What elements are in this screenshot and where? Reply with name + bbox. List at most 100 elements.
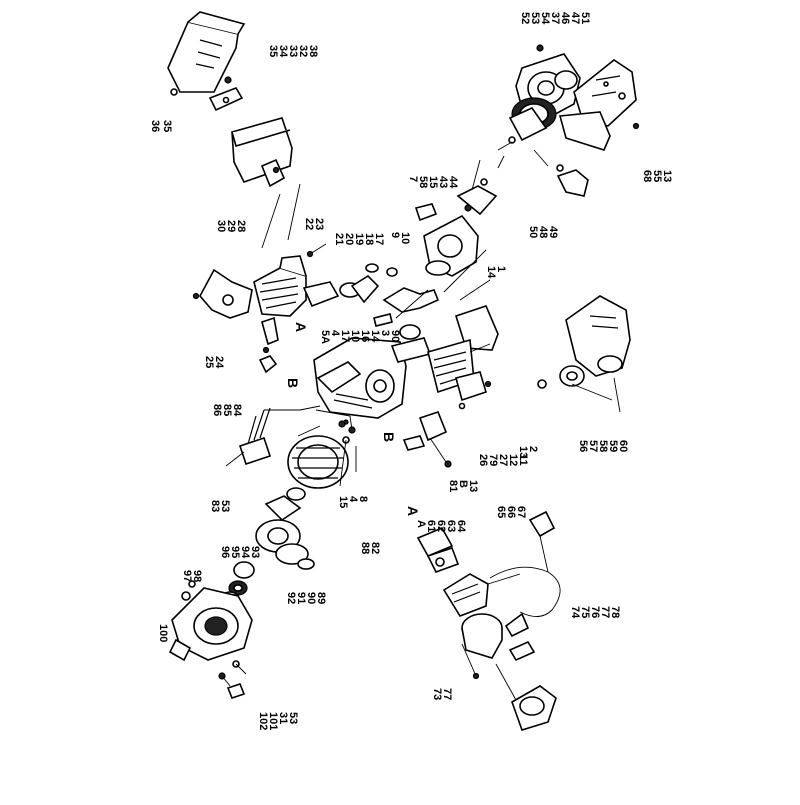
part-number-label: 65	[495, 506, 507, 518]
part-number-label: 23	[313, 218, 325, 230]
body-housing	[167, 11, 246, 96]
shaft-housing	[168, 580, 253, 662]
cylinder-head	[253, 243, 340, 317]
cylinder-bracket	[192, 268, 253, 319]
part-number-label: 43	[437, 176, 449, 188]
part-number-label: 88	[359, 542, 371, 554]
part-number-label: 64	[455, 520, 467, 533]
part-number-label: 21	[333, 233, 345, 245]
part-number-label: 102	[257, 712, 269, 730]
part-number-label: 81	[447, 480, 459, 492]
part-number-label: 34	[277, 45, 289, 58]
reference-marker: A	[405, 506, 421, 516]
part-number-label: 53	[529, 12, 541, 24]
part-number-label: 101	[267, 712, 279, 730]
part-number-label: 50	[527, 226, 539, 238]
fuel-tank-cover	[558, 59, 640, 151]
part-number-label: 15	[427, 176, 439, 188]
coil-stand	[238, 405, 321, 466]
part-number-label: 76	[589, 606, 601, 618]
part-number-label: 96	[219, 546, 231, 558]
part-number-label: 14	[369, 330, 381, 343]
part-number-label: 44	[447, 176, 459, 189]
part-number-label: 7	[407, 176, 419, 182]
leader-lines	[225, 155, 621, 487]
part-number-label: 75	[579, 606, 591, 618]
part-number-label: 77	[441, 688, 453, 700]
part-number-label: 19	[353, 233, 365, 245]
part-number-label: 66	[505, 506, 517, 518]
part-number-label: 54	[539, 12, 551, 25]
starter-recoil	[497, 44, 581, 151]
reference-marker: B	[381, 432, 397, 442]
part-number-label: 56	[577, 440, 589, 452]
crankshaft	[373, 287, 440, 363]
crankcase	[313, 337, 407, 434]
part-number-label: 12	[507, 454, 519, 466]
part-number-label: 26	[477, 454, 489, 466]
ignition-coil	[402, 411, 452, 468]
part-number-label: 67	[515, 506, 527, 518]
part-number-label: 37	[549, 12, 561, 24]
part-number-label: 63	[445, 520, 457, 532]
housing-screws	[218, 660, 247, 699]
part-number-label: 17	[339, 330, 351, 342]
part-number-label: 47	[569, 12, 581, 24]
part-number-label: 91	[295, 592, 307, 604]
part-number-label: 60	[617, 440, 629, 452]
part-number-label: 77	[599, 606, 611, 618]
part-number-label: 27	[497, 454, 509, 466]
part-number-label: 35	[267, 45, 279, 57]
fuel-cap	[461, 612, 557, 731]
lid-clip	[208, 76, 244, 112]
carburetor	[442, 573, 521, 617]
part-number-label: 35	[161, 120, 173, 132]
part-number-label: 33	[287, 45, 299, 57]
part-number-label: 49	[547, 226, 559, 238]
part-number-label: 8	[357, 496, 369, 502]
part-number-label: 90	[389, 330, 401, 342]
part-number-label: 57	[587, 440, 599, 452]
part-number-label: 20	[343, 233, 355, 245]
part-number-label: 9	[389, 232, 401, 238]
part-number-label: 68	[641, 170, 653, 182]
part-number-label: 86	[211, 404, 223, 416]
part-number-label: 11	[517, 454, 529, 466]
part-number-label: 85	[221, 404, 233, 416]
part-number-label: 30	[215, 220, 227, 232]
part-number-label: 29	[225, 220, 237, 232]
part-number-label: 13	[467, 480, 479, 492]
part-number-label: 18	[363, 233, 375, 245]
part-number-label: 59	[607, 440, 619, 452]
part-number-label: 4	[347, 496, 359, 503]
part-number-label: 28	[235, 220, 247, 232]
part-number-label: 78	[609, 606, 621, 618]
part-number-label: 10	[349, 330, 361, 342]
crank-half	[414, 178, 498, 277]
part-number-label: 4	[329, 330, 341, 337]
part-number-label: 36	[149, 120, 161, 132]
part-number-label: 17	[373, 233, 385, 245]
part-number-label: 51	[579, 12, 591, 24]
part-number-label: 13	[661, 170, 673, 182]
part-number-label: 73	[431, 688, 443, 700]
part-number-label: A	[415, 520, 427, 528]
part-number-label: 98	[191, 570, 203, 582]
part-number-label: 55	[651, 170, 663, 182]
part-number-label: 93	[249, 546, 261, 558]
part-number-label: 24	[213, 356, 225, 369]
clutch-drum	[255, 495, 315, 570]
part-number-label: 53	[287, 712, 299, 724]
part-number-label: 53	[219, 500, 231, 512]
part-number-label: 90	[305, 592, 317, 604]
pull-handle	[533, 149, 589, 197]
piston	[339, 263, 398, 304]
part-number-label: 61	[425, 520, 437, 532]
part-number-label: 92	[285, 592, 297, 604]
carb-gasket	[416, 526, 460, 573]
part-number-label: B	[457, 480, 469, 488]
part-number-label: 84	[231, 404, 243, 417]
